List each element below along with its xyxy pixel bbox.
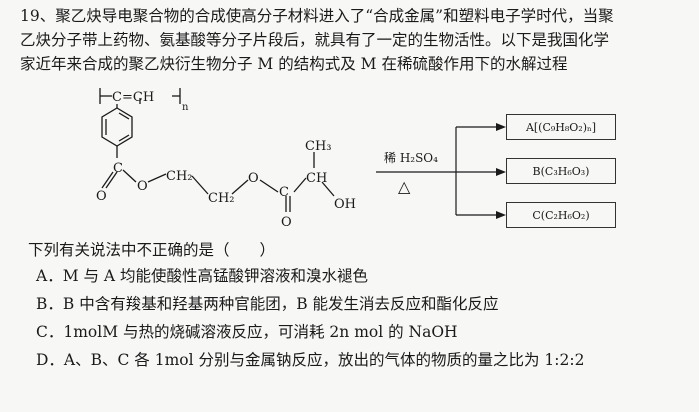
option-c[interactable]: C．1molM 与热的烧碱溶液反应，可消耗 2n mol 的 NaOH <box>36 323 458 341</box>
stem-close: ） <box>259 241 276 259</box>
carbonyl-c: C <box>113 161 123 176</box>
question-text-line-1: 19、聚乙炔导电聚合物的合成使高分子材料进入了“合成金属”和塑料电子学时代，当聚 <box>20 7 614 25</box>
carbonyl-o-right: O <box>281 215 292 230</box>
option-b[interactable]: B．B 中含有羧基和羟基两种官能团，B 能发生消去反应和酯化反应 <box>36 295 499 313</box>
ch-label: CH <box>306 171 327 186</box>
question-text-line-2: 乙炔分子带上药物、氨基酸等分子片段后，就具有了一定的生物活性。以下是我国化学 <box>20 31 610 49</box>
arrow-heads <box>496 123 506 219</box>
ch3-label: CH₃ <box>305 139 332 154</box>
polymer-chain <box>99 88 181 104</box>
question-text-line-3: 家近年来合成的聚乙炔衍生物分子 M 的结构式及 M 在稀硫酸作用下的水解过程 <box>20 55 568 73</box>
ch2-b: CH₂ <box>208 191 235 206</box>
heat-symbol: △ <box>398 177 411 196</box>
option-a[interactable]: A．M 与 A 均能使酸性高锰酸钾溶液和溴水褪色 <box>36 267 369 285</box>
product-b-box: B(C₃H₆O₃) <box>506 158 616 184</box>
carbonyl-o-left: O <box>96 189 107 204</box>
reagent-label: 稀 H₂SO₄ <box>384 151 438 165</box>
oh-label: OH <box>334 197 356 212</box>
ester-o-left: O <box>137 179 148 194</box>
product-a-box: A[(C₉H₈O₂)ₙ] <box>506 114 616 140</box>
carbonyl-c-right: C <box>279 185 289 200</box>
stem-text: 下列有关说法中不正确的是（ <box>28 241 230 259</box>
benzene-ring <box>101 104 133 158</box>
product-c-box: C(C₂H₆O₂) <box>506 202 616 228</box>
polymer-subscript-n: n <box>182 102 189 113</box>
reaction-arrows <box>376 126 502 216</box>
option-d[interactable]: D．A、B、C 各 1mol 分别与金属钠反应，放出的气体的物质的量之比为 1:… <box>36 351 585 369</box>
ester-o-right: O <box>248 171 259 186</box>
ch2-a: CH₂ <box>166 169 193 184</box>
ester-chain <box>101 152 335 212</box>
polymer-chain-label: C <box>112 90 122 105</box>
question-stem: 下列有关说法中不正确的是（ ） <box>28 240 275 260</box>
polymer-chain-label-2: =CH <box>122 90 154 105</box>
